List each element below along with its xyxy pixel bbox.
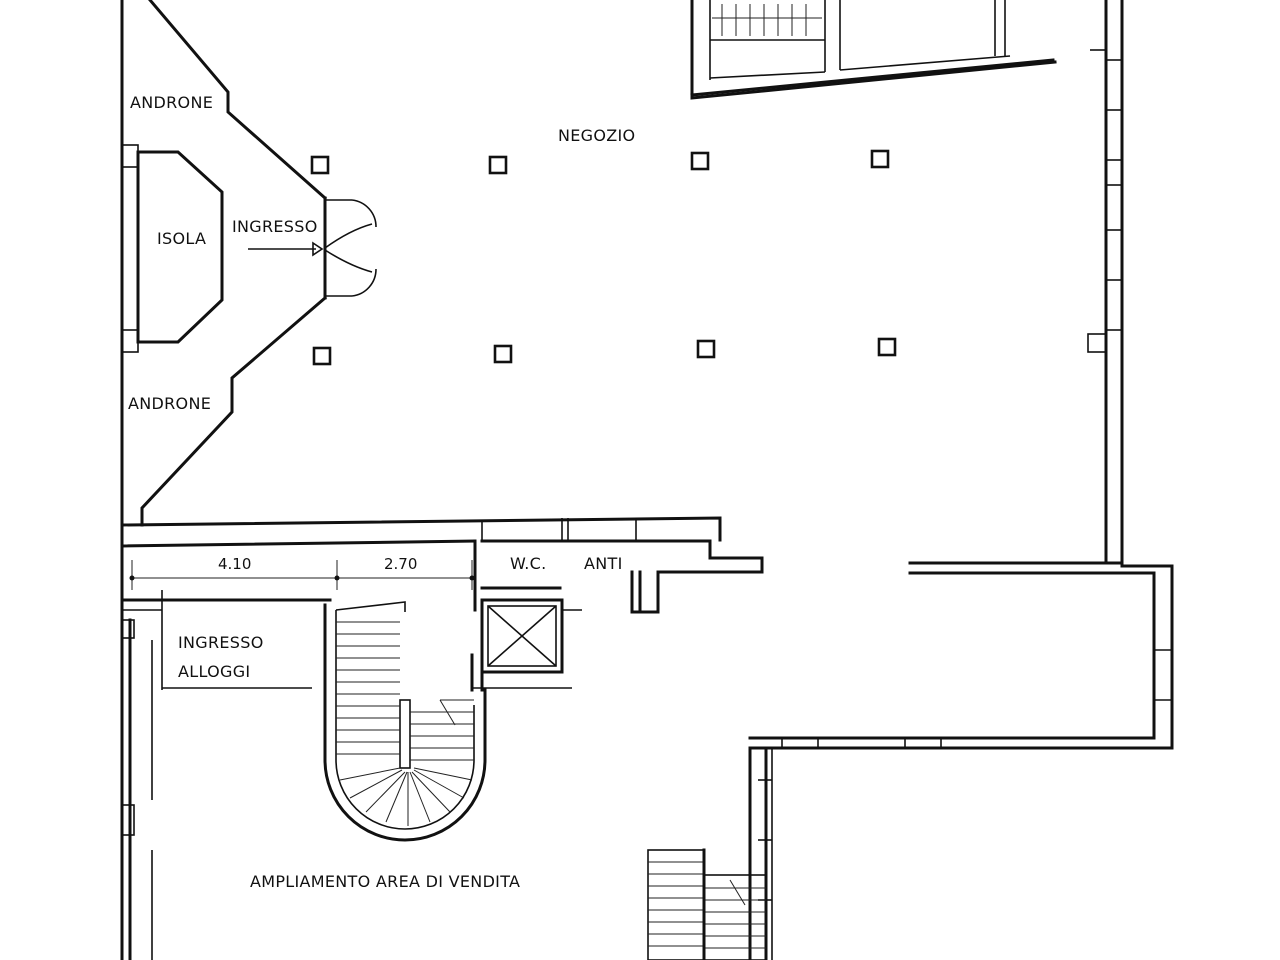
pillars [310,149,897,366]
label-ingresso-alloggi-line2: ALLOGGI [178,662,250,681]
label-wc: W.C. [510,554,547,573]
label-ampliamento: AMPLIAMENTO AREA DI VENDITA [250,872,520,891]
top-stair-treads [712,4,822,36]
label-ingresso: INGRESSO [232,217,318,236]
entrance-doors [248,199,377,297]
lift-shaft [470,598,582,692]
label-androne-bottom: ANDRONE [128,394,211,413]
pillar [310,155,330,175]
isola-block [136,150,224,344]
stair-treads [336,621,474,826]
label-negozio: NEGOZIO [558,126,635,145]
pillar [690,151,710,171]
label-ingresso-alloggi-line1: INGRESSO [178,633,264,652]
main-staircase [323,601,487,842]
middle-walls [120,516,764,614]
left-wall [120,0,139,960]
dimension-4-10: 4.10 [218,555,251,573]
pillar [877,337,897,357]
alloggi-corridor [120,590,332,960]
pillar [488,155,508,175]
androne-walls [140,0,328,527]
dimension-2-70: 2.70 [384,555,417,573]
pillar [870,149,890,169]
label-isola: ISOLA [157,229,206,248]
pillar [696,339,716,359]
dimension-line [129,560,475,590]
top-structures [690,0,1057,100]
lower-staircase [647,848,767,960]
room-labels: ANDRONE NEGOZIO ISOLA INGRESSO ANDRONE W… [128,93,635,891]
label-androne-top: ANDRONE [130,93,213,112]
label-anti: ANTI [584,554,623,573]
right-facade [748,0,1174,960]
pillar [493,344,513,364]
pillar [312,346,332,366]
